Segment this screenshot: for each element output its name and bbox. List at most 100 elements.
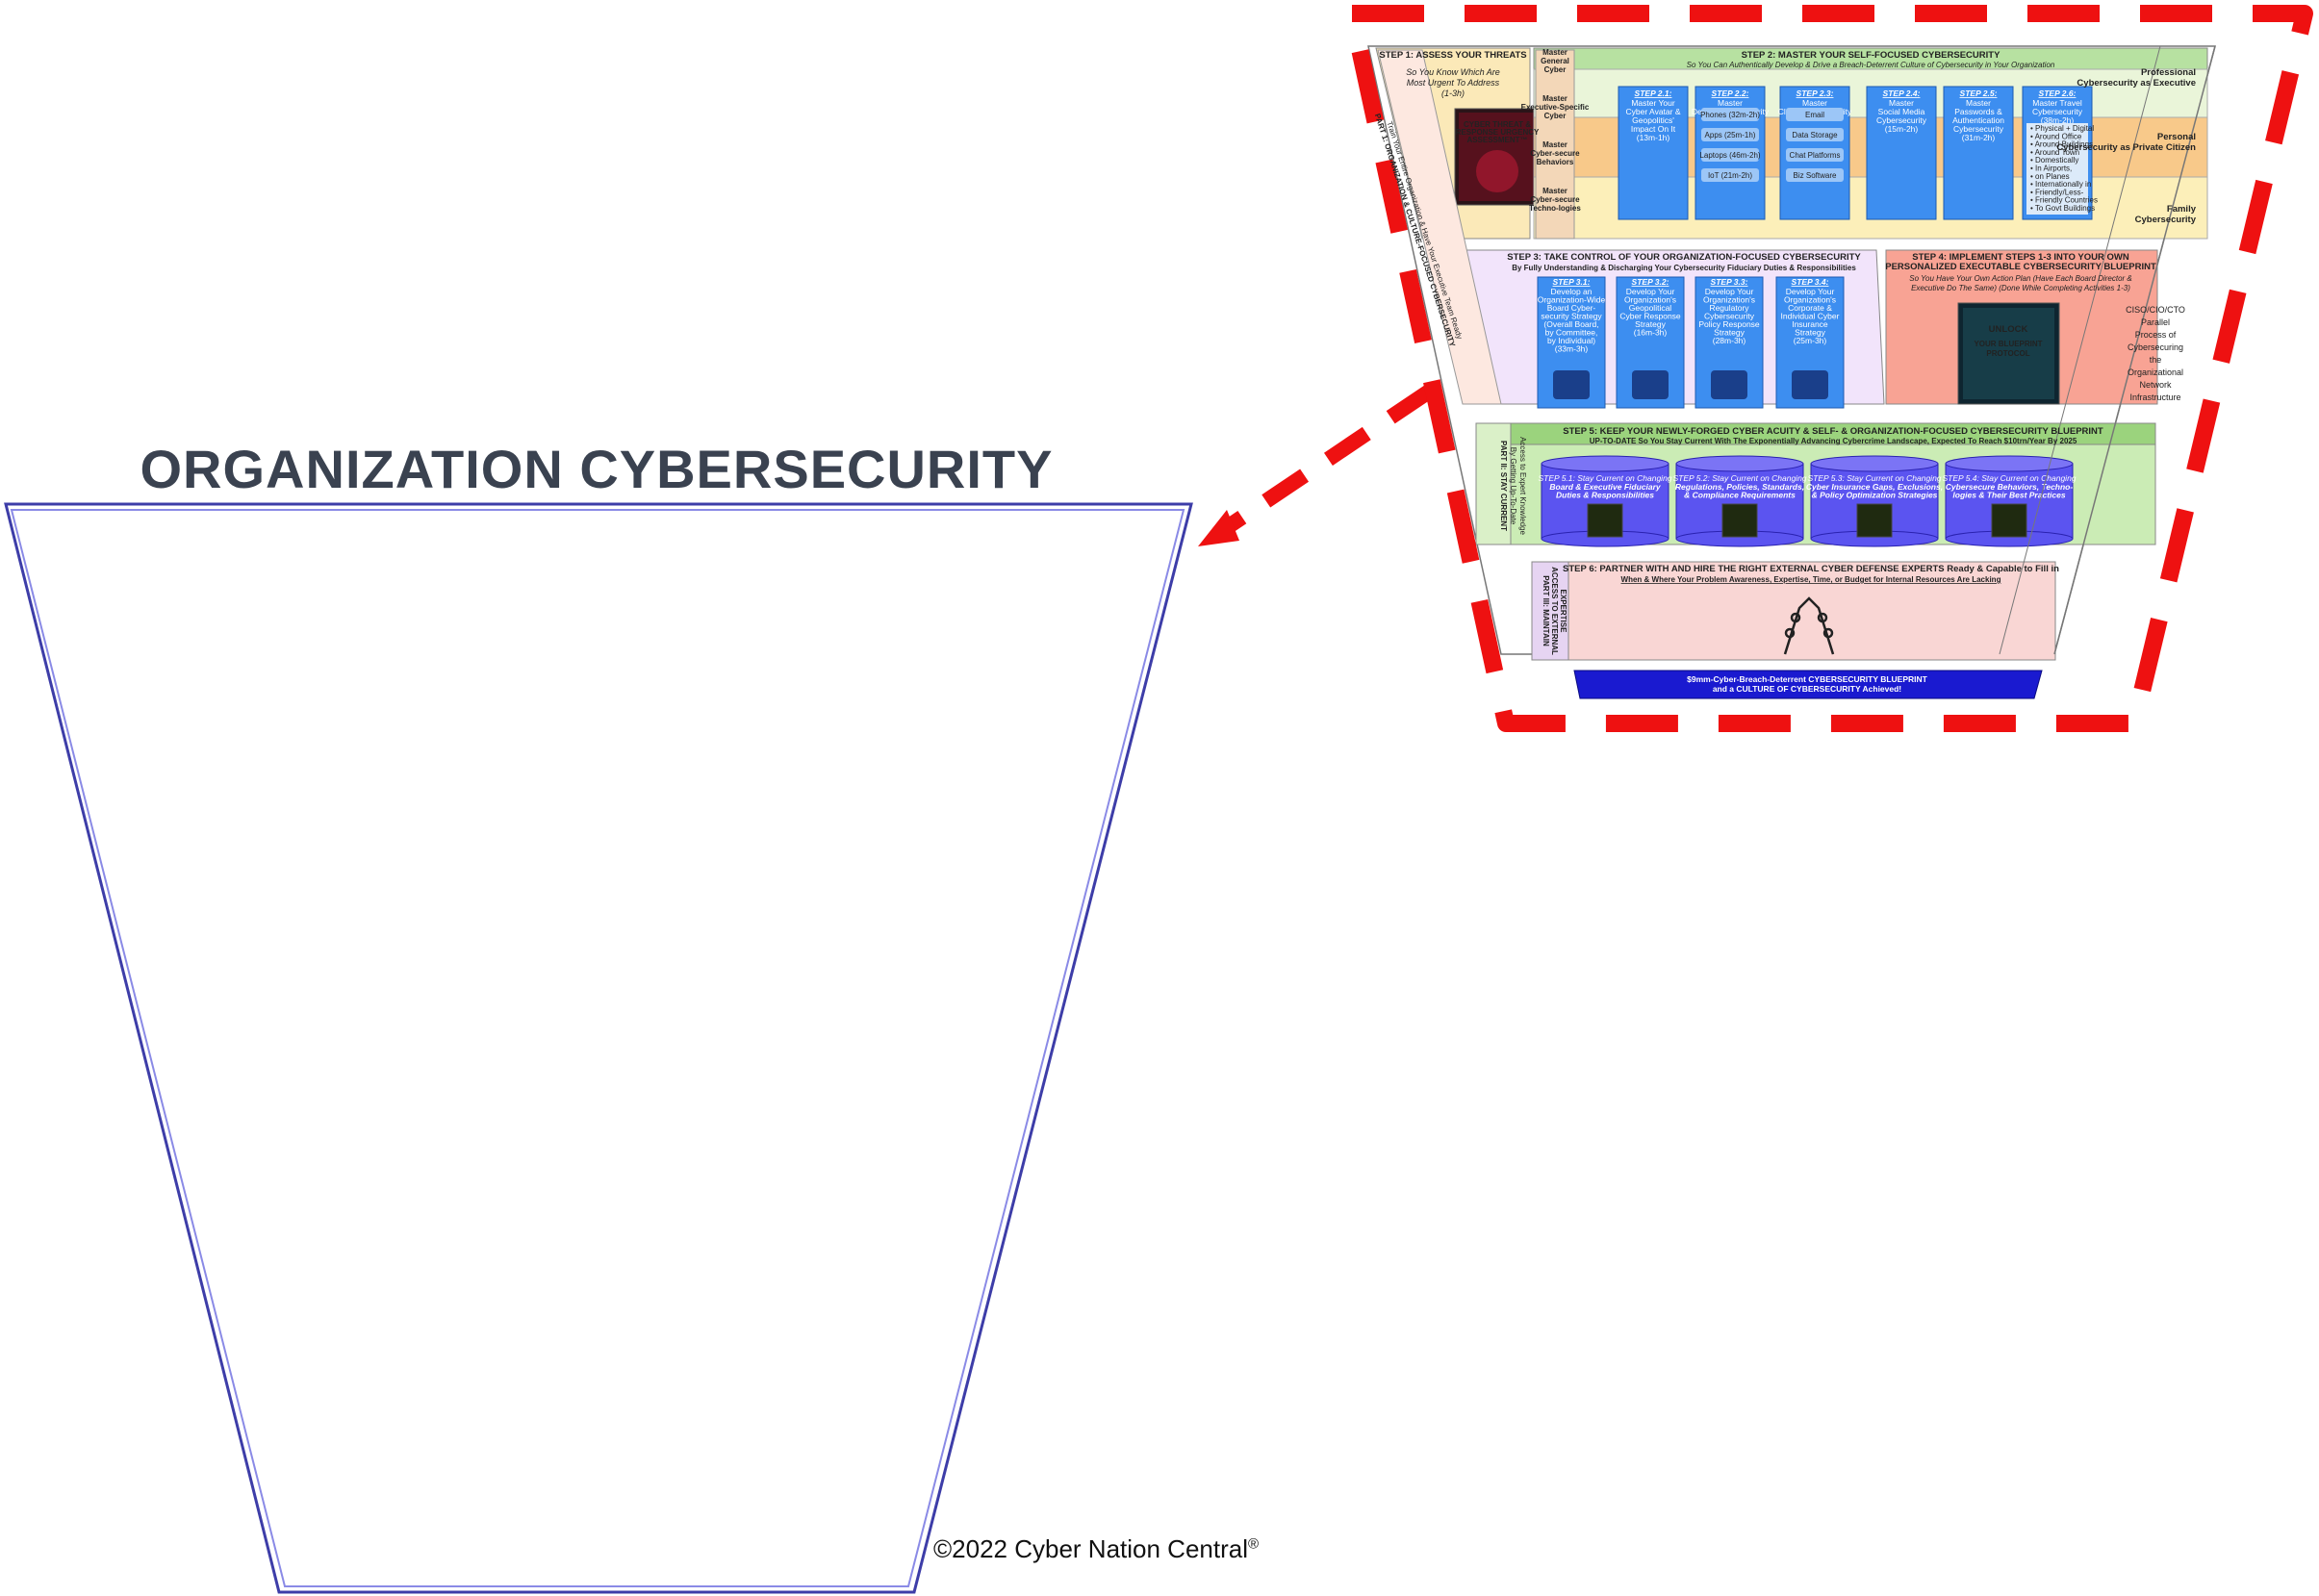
step4-book-sub2: PROTOCOL <box>1986 349 2029 358</box>
step3-card-icon <box>1632 370 1669 399</box>
step2-left-item: Behaviors <box>1537 158 1574 166</box>
step3-card-text: Strategy <box>1635 319 1666 329</box>
step2-card-bullet: • on Planes <box>2030 172 2070 181</box>
step2-left-item: Cyber-secure <box>1530 149 1580 158</box>
step5-card-text: Duties & Responsibilities <box>1556 491 1654 500</box>
step3-card-text: Geopolitical <box>1629 303 1672 313</box>
step2-card <box>1866 86 1937 220</box>
part1-side-label <box>1377 49 1502 405</box>
step2-card-text: (31m-2h) <box>1962 133 1996 142</box>
step5-card-thumbnail <box>1587 503 1623 538</box>
step3-card-text: Cyber Response <box>1619 312 1681 321</box>
part3-side-text: EXPERTISE <box>1559 590 1567 634</box>
step2-card-text: Master <box>1802 98 1827 108</box>
step2-band-label: Cybersecurity as Executive <box>2077 78 2196 89</box>
step2-band-label: Personal <box>2157 132 2196 142</box>
step3-card-text: Organization's <box>1703 295 1755 305</box>
final-banner-text: and a CULTURE OF CYBERSECURITY Achieved! <box>1713 684 1901 694</box>
step2-card-bullet: • Around Buildings <box>2030 140 2093 149</box>
parallel-note-text: Infrastructure <box>2129 393 2180 402</box>
step2-band-label: Cybersecurity <box>2135 215 2197 225</box>
step3-card-text: Individual Cyber <box>1781 312 1840 321</box>
parallel-note-text: Parallel <box>2141 317 2170 327</box>
step1-subtitle: So You Know Which Are <box>1406 67 1500 77</box>
step2-card-pill <box>1786 128 1844 141</box>
step4-title: STEP 4: IMPLEMENT STEPS 1-3 INTO YOUR OW… <box>1912 252 2129 263</box>
expert-chain-icon <box>1783 596 1835 655</box>
copyright-notice: ©2022 Cyber Nation Central® <box>933 1534 1259 1564</box>
step1-subtitle: (1-3h) <box>1441 89 1465 98</box>
step3-card-text: Strategy <box>1795 328 1825 338</box>
step3-card-text: Insurance <box>1792 319 1828 329</box>
step5-cylinder-top <box>1675 455 1804 472</box>
step3-card-text: (16m-3h) <box>1634 328 1668 338</box>
step3-card-text: Corporate & <box>1788 303 1832 313</box>
step3-card-text: by Individual) <box>1547 336 1595 345</box>
step2-card-head: STEP 2.5: <box>1960 89 1998 98</box>
step2-left-item: Master <box>1542 140 1567 149</box>
parallel-process-panel <box>1999 45 2216 655</box>
step5-card-text: STEP 5.1: Stay Current on Changing <box>1538 473 1671 483</box>
parallel-note-text: Process of <box>2135 330 2177 340</box>
step5-card-text: & Policy Optimization Strategies <box>1812 491 1938 500</box>
step3-card <box>1616 276 1685 409</box>
step2-card-text: Master <box>1889 98 1914 108</box>
step2-card-text: Master Travel <box>2032 98 2082 108</box>
step3-card-text: Policy Response <box>1698 319 1760 329</box>
step3-card-text: Regulatory <box>1709 303 1749 313</box>
step3-card-icon <box>1711 370 1747 399</box>
step2-card-pill <box>1786 148 1844 162</box>
step3-card-text: Develop an <box>1550 287 1592 296</box>
step2-card-pill <box>1701 148 1759 162</box>
parallel-note-text: the <box>2150 355 2162 365</box>
step2-card-pill-text: Chat Platforms <box>1790 151 1841 160</box>
step6-subtitle: When & Where Your Problem Awareness, Exp… <box>1621 575 2001 584</box>
step3-card-text: Cybersecurity <box>1704 312 1755 321</box>
step2-card <box>1618 86 1689 220</box>
step6-title: STEP 6: PARTNER WITH AND HIRE THE RIGHT … <box>1563 564 2059 574</box>
step4-subtitle: So You Have Your Own Action Plan (Have E… <box>1909 274 2132 283</box>
copyright-text: ©2022 Cyber Nation Central <box>933 1534 1248 1563</box>
step2-left-item: General <box>1541 57 1569 65</box>
organization-title: ORGANIZATION CYBERSECURITY <box>140 439 1054 499</box>
final-banner <box>1573 670 2043 699</box>
step3-card-icon <box>1553 370 1590 399</box>
step1-book-text: RESPONSE URGENCY <box>1456 128 1540 137</box>
part2-side-text: Access to Expert Knowledge <box>1518 437 1527 535</box>
organization-funnel-outline <box>4 502 1193 1594</box>
step3-card-text: Organization's <box>1624 295 1676 305</box>
zoom-connector-arrow <box>1212 385 1434 541</box>
parallel-note-text: Cybersecuring <box>2128 342 2183 352</box>
step2-card-text: Cybersecurity <box>2032 107 2083 116</box>
step2-card-head: STEP 2.1: <box>1635 89 1672 98</box>
step2-card-bullet: • Internationally in <box>2030 180 2091 189</box>
step2-left-item: Master <box>1542 48 1567 57</box>
step3-card-text: Organization-Wide <box>1538 295 1606 305</box>
step2-card-bullet: • Physical + Digital <box>2030 124 2094 133</box>
step3-card-text: (28m-3h) <box>1713 336 1746 345</box>
step2-card-text: (38m-2h) <box>2041 115 2075 125</box>
step5-card-thumbnail <box>1856 503 1893 538</box>
step5-card-text: Board & Executive Fiduciary <box>1549 482 1662 492</box>
step3-card-text: (25m-3h) <box>1794 336 1827 345</box>
step2-card-text: Cybersecurity <box>1953 124 2004 134</box>
step5-card-text: STEP 5.2: Stay Current on Changing <box>1672 473 1806 483</box>
step2-left-item: Cyber <box>1544 65 1567 74</box>
step3-card-head: STEP 3.3: <box>1711 277 1748 287</box>
step5-cylinder-top <box>1945 455 2074 472</box>
step2-band-label: Cybersecurity as Private Citizen <box>2056 142 2196 153</box>
step3-card-text: Develop Your <box>1786 287 1835 296</box>
step2-card-pill <box>1701 128 1759 141</box>
step2-card-head: STEP 2.4: <box>1883 89 1921 98</box>
step2-card-pill-text: Email <box>1805 111 1824 119</box>
step3-card-head: STEP 3.4: <box>1792 277 1829 287</box>
step2-card-bullet: • To Govt Buildings <box>2030 204 2095 213</box>
parallel-note-text: Organizational <box>2128 367 2183 377</box>
step2-card-pill-text: IoT (21m-2h) <box>1708 171 1752 180</box>
step3-card-text: (33m-3h) <box>1555 344 1589 354</box>
step2-left-item: Master <box>1542 187 1567 195</box>
step2-card <box>1943 86 2014 220</box>
step2-card-text: Authentication <box>1952 115 2004 125</box>
step2-card-pill <box>1701 108 1759 121</box>
